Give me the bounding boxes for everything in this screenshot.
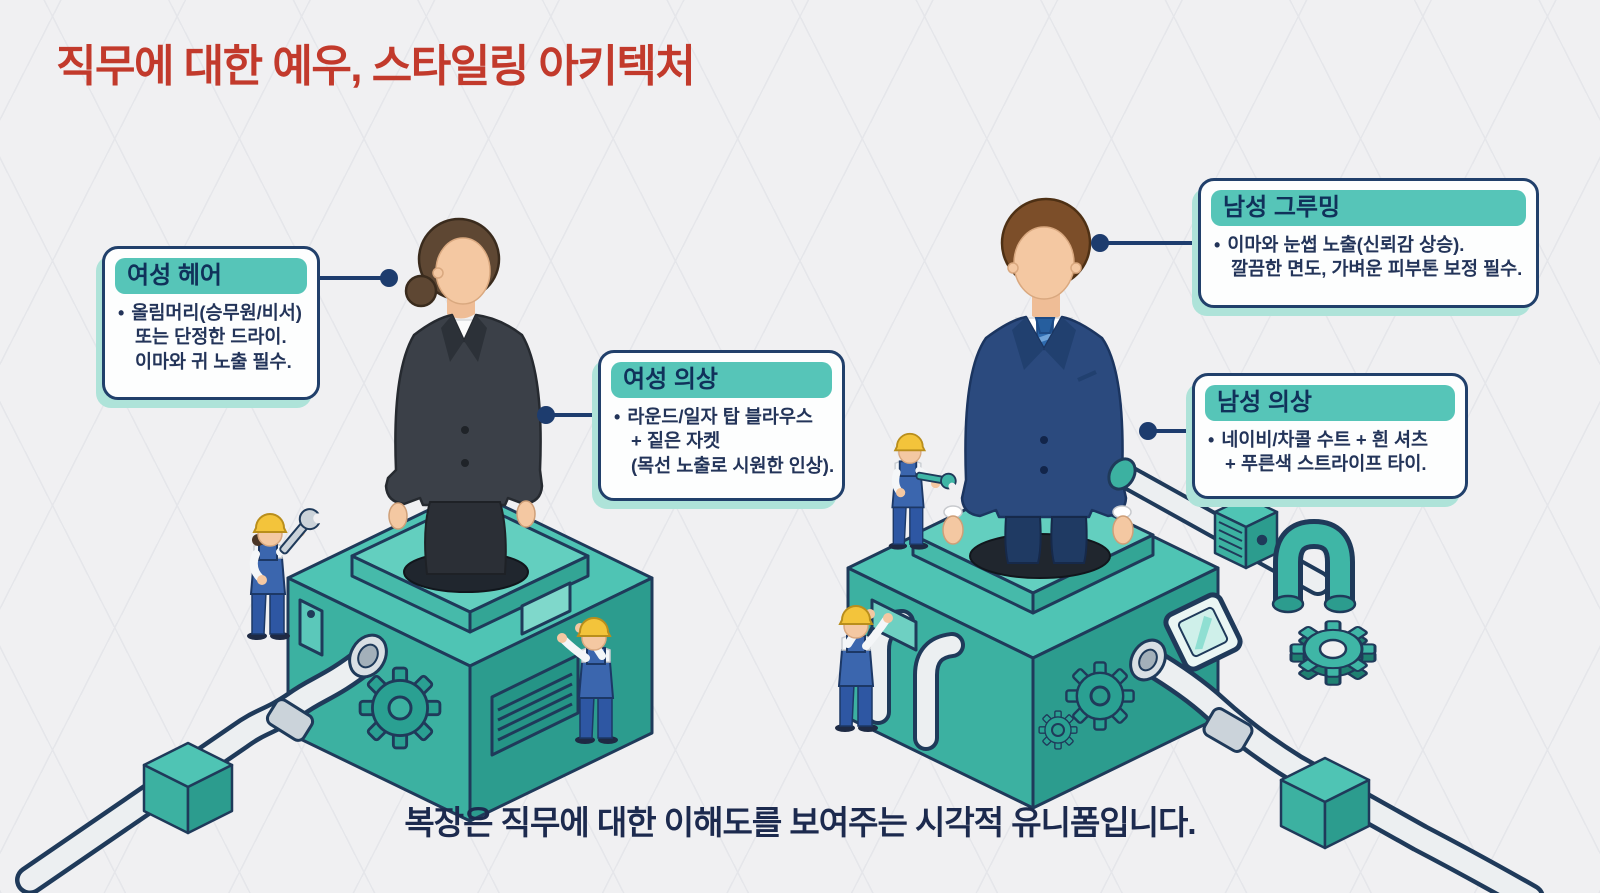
access-panel-icon	[870, 598, 918, 652]
callout-female-outfit: 여성 의상 • 라운드/일자 탑 블라우스 + 짙은 자켓 (목선 노출로 시원…	[598, 350, 845, 501]
gear-icon	[1289, 619, 1377, 687]
page-title: 직무에 대한 예우, 스타일링 아키텍처	[56, 42, 696, 91]
callout-line: 이마와 눈썹 노출(신뢰감 상승).	[1227, 233, 1465, 255]
hard-hat-icon	[838, 605, 874, 625]
callout-line: + 푸른색 스트라이프 타이.	[1225, 453, 1427, 475]
pipe-junction-cube	[142, 741, 234, 835]
callout-line: + 짙은 자켓	[631, 430, 721, 452]
callout-male-grooming: 남성 그루밍 • 이마와 눈썹 노출(신뢰감 상승). 깔끔한 면도, 가벼운 …	[1198, 178, 1539, 308]
callout-line: (목선 노출로 시원한 인상).	[631, 455, 835, 477]
female-skirt	[424, 501, 507, 575]
male-figure	[942, 197, 1134, 564]
callout-male-grooming-title: 남성 그루밍	[1211, 190, 1526, 226]
pipe-flange-icon	[348, 633, 388, 679]
hair-bun-icon	[404, 274, 438, 308]
callout-female-outfit-title: 여성 의상	[611, 362, 832, 398]
callout-female-hair: 여성 헤어 • 올림머리(승무원/비서) 또는 단정한 드라이. 이마와 귀 노…	[102, 246, 320, 400]
pipe-coupling-icon	[265, 698, 315, 742]
hard-hat-icon	[252, 513, 288, 533]
bullet-icon: •	[1208, 429, 1215, 450]
screen-panel-icon	[1163, 592, 1243, 672]
vent-grille-icon	[490, 653, 580, 757]
connector-dots	[380, 234, 1157, 440]
male-suit-jacket	[960, 315, 1128, 519]
caption: 복장은 직무에 대한 이해도를 보여주는 시각적 유니폼입니다.	[404, 804, 1196, 841]
wrench-icon	[279, 508, 324, 555]
callout-line: 올림머리(승무원/비서)	[131, 301, 302, 323]
female-jacket	[384, 313, 544, 507]
worker-icon	[888, 432, 957, 550]
hvac-unit-icon	[1213, 495, 1279, 570]
callout-line: 네이비/차콜 수트 + 흰 셔츠	[1221, 428, 1429, 450]
callout-female-hair-title: 여성 헤어	[115, 258, 307, 294]
pipe-junction-cube	[1279, 756, 1371, 850]
pipe	[1133, 645, 1545, 893]
pipe-coupling-icon	[1202, 707, 1254, 753]
gear-icon	[358, 666, 442, 750]
bullet-icon: •	[1214, 234, 1221, 255]
control-panel-icon	[298, 598, 324, 657]
male-trousers	[1004, 516, 1042, 564]
callout-line: 이마와 귀 노출 필수.	[135, 351, 292, 373]
female-figure	[384, 217, 544, 575]
hard-hat-icon	[576, 617, 612, 637]
gear-icon	[1038, 661, 1135, 750]
callout-line: 깔끔한 면도, 가벼운 피부톤 보정 필수.	[1231, 258, 1523, 280]
worker-icon	[247, 508, 324, 640]
pipe	[15, 643, 383, 893]
pipe-flange-icon	[1107, 457, 1137, 491]
hard-hat-icon	[893, 432, 927, 452]
pipe-elbow-icon	[1271, 518, 1357, 614]
callout-male-outfit: 남성 의상 • 네이비/차콜 수트 + 흰 셔츠 + 푸른색 스트라이프 타이.	[1192, 373, 1468, 499]
access-panel-icon	[520, 581, 572, 636]
callout-line: 라운드/일자 탑 블라우스	[627, 405, 813, 427]
bullet-icon: •	[614, 406, 621, 427]
worker-icon	[835, 605, 893, 732]
wrench-icon	[915, 471, 957, 491]
worker-icon	[557, 617, 618, 744]
callout-male-outfit-title: 남성 의상	[1205, 385, 1455, 421]
pipe-flange-icon	[1129, 638, 1167, 682]
callout-line: 또는 단정한 드라이.	[135, 326, 287, 348]
bullet-icon: •	[118, 302, 125, 323]
